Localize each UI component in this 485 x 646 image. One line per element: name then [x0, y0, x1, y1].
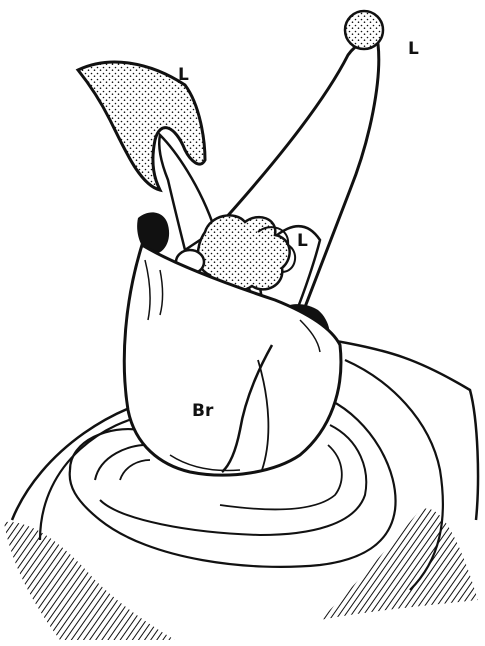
label-bract: Br: [192, 401, 214, 421]
label-leaf-left: L: [178, 65, 189, 85]
leaf-right-tip: [345, 11, 383, 49]
label-leaf-right: L: [408, 39, 419, 59]
base-shading-right: [320, 508, 478, 620]
label-leaf-inner: L: [297, 231, 308, 251]
base-shading-left: [4, 522, 175, 640]
